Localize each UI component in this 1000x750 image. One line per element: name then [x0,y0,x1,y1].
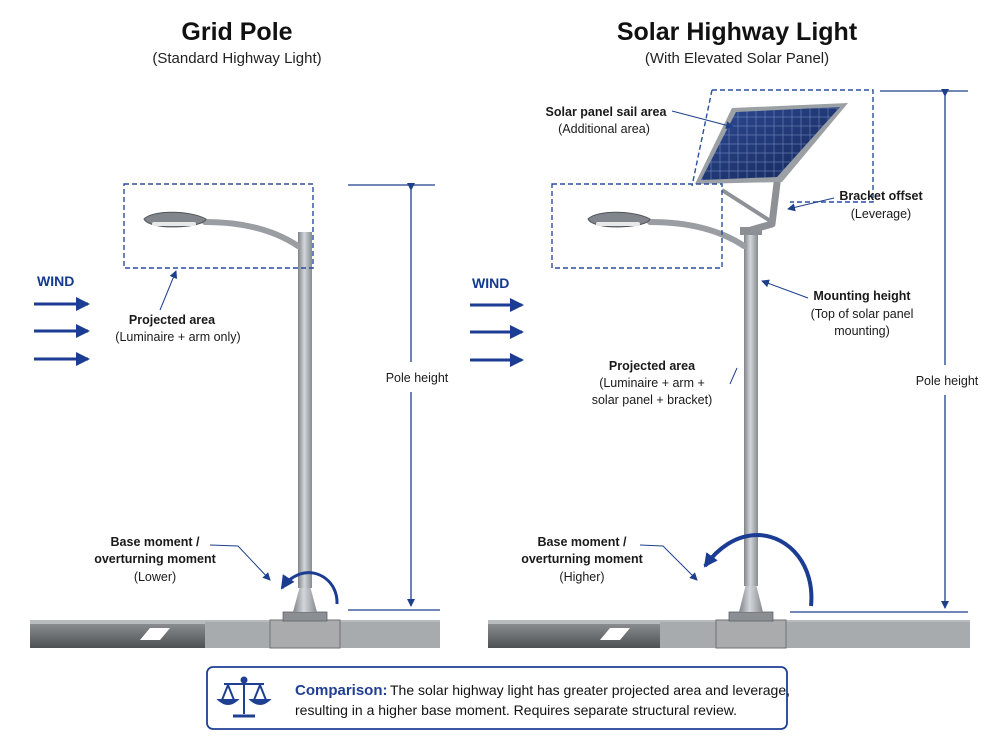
left-projected-area-label: Projected area [129,313,216,327]
base-plate [282,611,328,622]
left-grid-pole [143,211,341,649]
comparison-box: Comparison: The solar highway light has … [206,666,790,730]
concrete-foundation [715,619,787,649]
left-projected-area-note: (Luminaire + arm only) [115,330,240,344]
luminaire-lens [152,222,196,226]
solar-bracket [750,174,782,234]
base-plate [728,611,774,622]
mounting-height-note-2: mounting) [834,324,890,338]
leader-line [639,544,698,581]
left-wind-label: WIND [37,273,74,289]
right-title: Solar Highway Light [617,18,858,46]
solar-sail-area-box [712,89,874,203]
right-base-moment-label: Base moment / [538,535,627,549]
leader-line [761,279,809,299]
luminaire-arm [202,219,301,249]
solar-sail-area-box-edge [691,89,713,187]
comparison-line-2: resulting in a higher base moment. Requi… [295,702,737,718]
left-base-moment-note: (Lower) [134,570,176,584]
leader-line [787,197,835,212]
comparison-line-1: The solar highway light has greater proj… [390,682,790,698]
left-projected-area-box [123,183,314,269]
bracket-offset-label: Bracket offset [839,189,923,203]
right-base-moment-note: (Higher) [559,570,604,584]
balance-scale-icon [216,676,272,718]
left-base-moment-label: Base moment / [111,535,200,549]
pole-shaft [298,232,312,588]
leader-line [209,544,271,581]
pole-flare [739,584,763,612]
left-wind-arrows: WIND [34,273,90,366]
pole-cap [740,227,762,235]
pole-shaft [744,232,758,586]
left-pole-height-label: Pole height [386,371,449,385]
luminaire-lens [596,222,640,226]
solar-bracket-strut [720,188,774,224]
luminaire-arm [647,219,747,249]
concrete-foundation [269,619,341,649]
right-base-moment-label-2: overturning moment [521,552,643,566]
lane-marking [140,628,170,640]
right-subtitle: (With Elevated Solar Panel) [645,50,829,67]
right-moment-arrow-icon [703,532,814,607]
left-pole-height-dimension: Pole height [348,183,449,611]
left-title: Grid Pole [181,18,292,46]
right-wind-label: WIND [472,275,509,291]
lane-marking [600,628,630,640]
right-pole-height-label: Pole height [916,374,979,388]
leader-line [729,367,738,385]
mounting-height-label: Mounting height [813,289,911,303]
leader-line [671,110,734,130]
solar-cells [701,107,840,180]
left-subtitle: (Standard Highway Light) [152,50,321,67]
solar-sail-note: (Additional area) [558,122,650,136]
solar-sail-label: Solar panel sail area [546,105,668,119]
mounting-height-note-1: (Top of solar panel [811,307,914,321]
right-projected-area-note-2: solar panel + bracket) [592,393,713,407]
left-moment-arrow-icon [280,571,339,605]
left-base-moment-label-2: overturning moment [94,552,216,566]
right-projected-area-label: Projected area [609,359,696,373]
right-pole-height-dimension: Pole height [790,89,979,613]
leader-line [159,270,178,311]
left-road [30,620,440,648]
right-projected-area-box [551,183,723,269]
bracket-offset-note: (Leverage) [851,207,911,221]
pole-flare [293,586,317,612]
comparison-heading: Comparison: [295,682,388,699]
right-projected-area-note-1: (Luminaire + arm + [599,376,705,390]
right-wind-arrows: WIND [470,275,524,367]
